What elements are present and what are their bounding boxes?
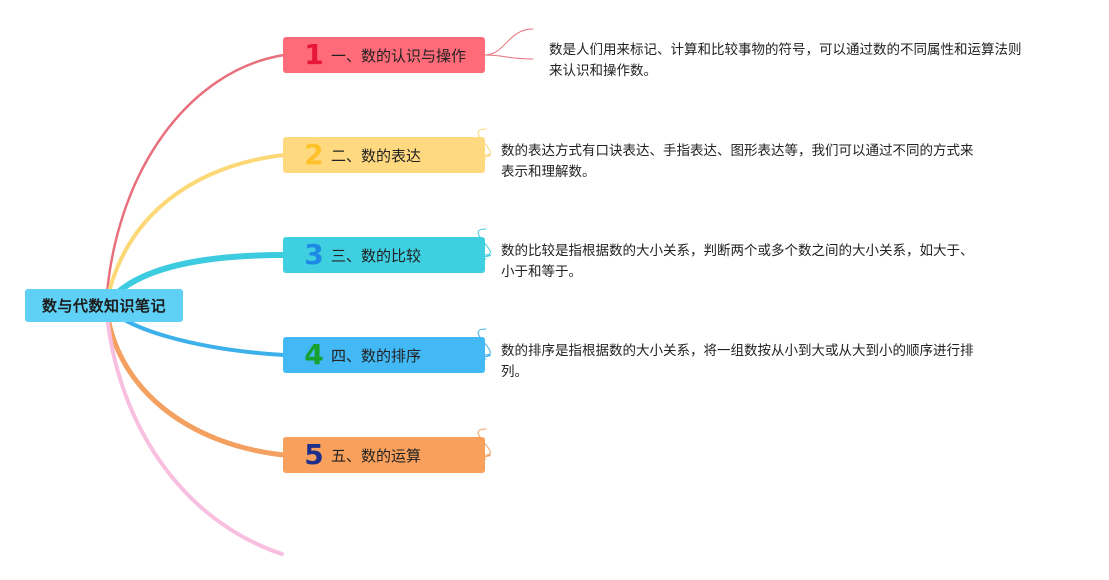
topic-1-label: 一、数的认识与操作 [331,46,467,65]
topic-2-note-line-1: 数的表达方式有口诀表达、手指表达、图形表达等，我们可以通过不同的方式来 [501,143,974,159]
topic-1-node[interactable]: 1 一、数的认识与操作 [283,37,485,73]
topic-2-note: 数的表达方式有口诀表达、手指表达、图形表达等，我们可以通过不同的方式来 表示和理… [501,141,974,183]
branch-2 [104,153,286,307]
topic-1-number: 1 [304,38,324,71]
topic-4-note: 数的排序是指根据数的大小关系，将一组数按从小到大或从大到小的顺序进行排 列。 [501,341,974,383]
topic-5-label: 五、数的运算 [331,446,422,465]
topic-5-number: 5 [304,438,324,471]
topic-3-label: 三、数的比较 [331,246,422,265]
topic-3-node[interactable]: 3 三、数的比较 [283,237,485,273]
topic-3-number: 3 [304,238,324,271]
topic-3-note-line-2: 小于和等于。 [501,264,582,280]
topic-4-note-line-1: 数的排序是指根据数的大小关系，将一组数按从小到大或从大到小的顺序进行排 [501,343,974,359]
topic-4-node[interactable]: 4 四、数的排序 [283,337,485,373]
topic-3-note: 数的比较是指根据数的大小关系，判断两个或多个数之间的大小关系，如大于、 小于和等… [501,241,974,283]
topic-2-node[interactable]: 2 二、数的表达 [283,137,485,173]
branch-extra [104,303,284,556]
root-node[interactable]: 数与代数知识笔记 [25,289,183,322]
topic-3-note-line-1: 数的比较是指根据数的大小关系，判断两个或多个数之间的大小关系，如大于、 [501,243,974,259]
topic-1-note-line-1: 数是人们用来标记、计算和比较事物的符号，可以通过数的不同属性和运算法则 [549,42,1022,58]
branch-5 [103,302,287,458]
topic-1-note-line-2: 来认识和操作数。 [549,63,657,79]
topic-1-note: 数是人们用来标记、计算和比较事物的符号，可以通过数的不同属性和运算法则 来认识和… [549,40,1022,82]
topic-4-note-line-2: 列。 [501,364,528,380]
topic-4-number: 4 [304,338,324,371]
topic-5-node[interactable]: 5 五、数的运算 [283,437,485,473]
branch-1 [104,53,286,307]
note-connector-1-lower [484,54,534,60]
note-connector-1-upper [484,28,534,56]
topic-2-number: 2 [304,138,324,171]
topic-2-note-line-2: 表示和理解数。 [501,164,596,180]
topic-2-label: 二、数的表达 [331,146,422,165]
topic-4-label: 四、数的排序 [331,346,422,365]
